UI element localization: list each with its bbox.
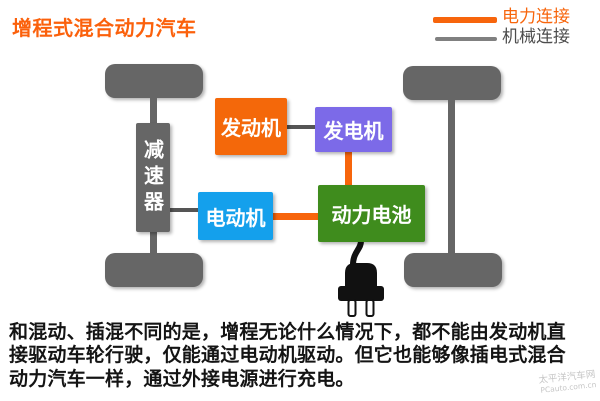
right-axle	[448, 98, 455, 256]
battery-label: 动力电池	[331, 203, 412, 227]
battery-box: 动力电池	[318, 185, 425, 242]
power-link-generator-battery	[345, 150, 352, 186]
mechanical-link-reducer-motor	[169, 208, 199, 212]
wheel-rear-right	[404, 253, 502, 287]
wheel-front-left	[105, 64, 203, 98]
watermark: 太平洋汽车网 PCauto.com.cn	[538, 369, 597, 396]
description-text: 和混动、插混不同的是，增程无论什么情况下，都不能由发动机直 接驱动车轮行驶，仅能…	[9, 321, 595, 391]
power-link-swatch	[433, 17, 497, 23]
description-line-3: 动力汽车一样，通过外接电源进行充电。	[9, 367, 355, 390]
page-title: 增程式混合动力汽车	[12, 16, 197, 40]
legend-label-power: 电力连接	[502, 7, 570, 27]
generator-box: 发电机	[315, 107, 392, 152]
motor-label: 电动机	[205, 205, 266, 230]
motor-box: 电动机	[198, 192, 273, 240]
mechanical-link-swatch	[435, 37, 497, 41]
wheel-rear-left	[105, 253, 203, 287]
engine-box: 发动机	[215, 98, 287, 155]
wheel-front-right	[403, 66, 501, 100]
generator-label: 发电机	[323, 119, 384, 143]
charging-plug-icon	[338, 241, 384, 317]
mechanical-link-engine-generator	[286, 125, 316, 129]
description-line-1: 和混动、插混不同的是，增程无论什么情况下，都不能由发动机直	[9, 321, 566, 343]
reducer-label: 减速器	[140, 138, 165, 217]
legend-label-mechanical: 机械连接	[502, 27, 570, 47]
power-link-motor-battery	[272, 213, 319, 220]
description-line-2: 接驱动车轮行驶，仅能通过电动机驱动。但它也能够像插电式混合	[9, 344, 566, 367]
reducer-box: 减速器	[136, 123, 170, 232]
engine-label: 发动机	[221, 116, 281, 140]
